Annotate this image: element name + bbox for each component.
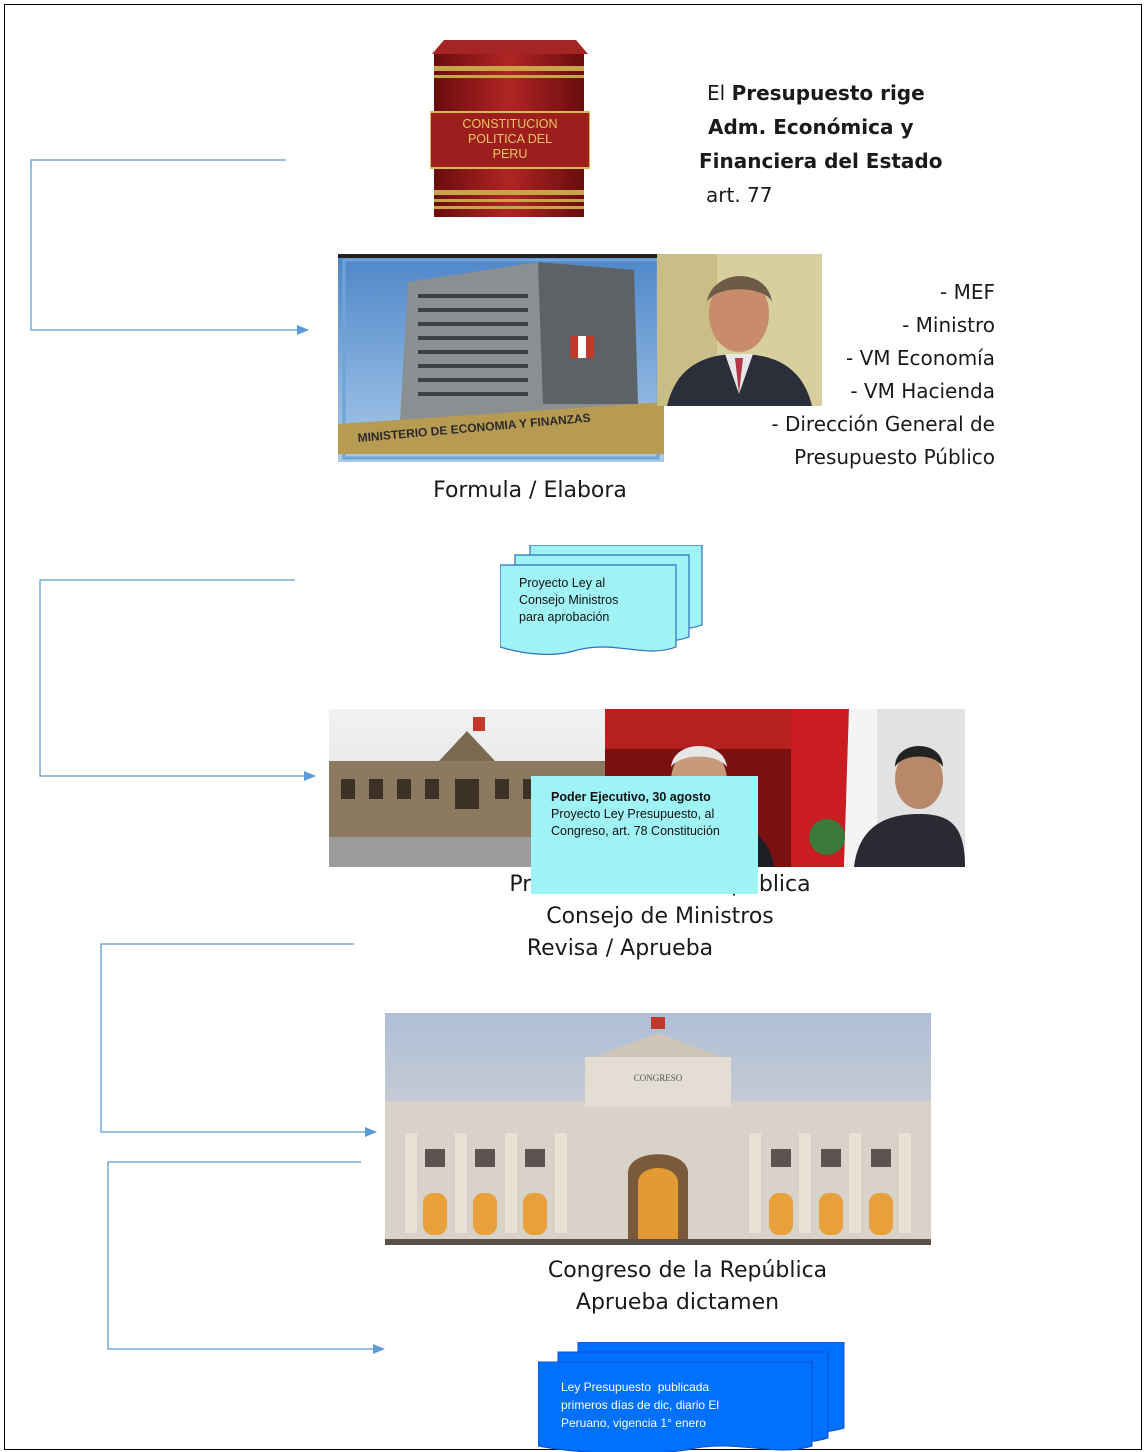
mef-role-item: - Ministro xyxy=(902,313,995,337)
ley-line: Ley Presupuesto publicada xyxy=(561,1380,710,1394)
budget-rule-article: art. 77 xyxy=(706,183,773,207)
mef-role-item: - VM Hacienda xyxy=(850,379,995,403)
mef-caption: Formula / Elabora xyxy=(433,478,627,503)
connector-2 xyxy=(39,579,316,781)
proyecto-ley-document xyxy=(500,545,703,656)
executive-note-text: Proyecto Ley Presupuesto, al Congreso, a… xyxy=(551,807,720,838)
connector-4 xyxy=(107,1161,385,1354)
mef-role-item: - VM Economía xyxy=(846,346,995,370)
ley-line: primeros días de dic, diario El xyxy=(561,1398,720,1412)
ley-publicada-document xyxy=(538,1342,845,1452)
budget-rule-bold-1: Presupuesto rige xyxy=(731,81,925,105)
book-cover-line-2: POLITICA DEL xyxy=(468,132,552,146)
mef-role-item: Presupuesto Público xyxy=(794,445,995,469)
congress-caption-2: Aprueba dictamen xyxy=(575,1290,780,1315)
budget-rule-bold-3: Financiera del Estado xyxy=(699,149,943,173)
mef-role-item: - Dirección General de xyxy=(771,412,995,436)
proyecto-ley-line: Consejo Ministros xyxy=(519,593,619,607)
mef-role-item: - MEF xyxy=(940,280,995,304)
budget-rule-bold-2: Adm. Económica y xyxy=(708,115,914,139)
mef-roles-list: - MEF - Ministro - VM Economía - VM Haci… xyxy=(690,276,995,474)
book-cover-line-1: CONSTITUCION xyxy=(462,117,557,131)
ley-publicada-text: Ley Presupuesto publicada primeros días … xyxy=(561,1378,801,1432)
book-cover-line-3: PERU xyxy=(493,147,528,161)
presidency-caption-2: Consejo de Ministros xyxy=(546,904,774,929)
proyecto-ley-line: Proyecto Ley al xyxy=(519,576,606,590)
connector-3 xyxy=(100,943,377,1137)
budget-rule-text: El Presupuesto rige Adm. Económica y Fin… xyxy=(699,76,997,212)
congress-building-image: CONGRESO xyxy=(385,1013,931,1245)
constitution-book-image: CONSTITUCION POLITICA DEL PERU xyxy=(430,40,590,217)
proyecto-ley-line: para aprobación xyxy=(519,610,610,624)
connector-1 xyxy=(30,159,309,335)
congress-caption-1: Congreso de la República xyxy=(547,1258,828,1283)
mef-building-image: MINISTERIO DE ECONOMIA Y FINANZAS xyxy=(338,254,664,462)
executive-note-box: Poder Ejecutivo, 30 agosto Proyecto Ley … xyxy=(531,776,758,894)
proyecto-ley-text: Proyecto Ley al Consejo Ministros para a… xyxy=(519,575,679,626)
executive-note-bold: Poder Ejecutivo, 30 agosto xyxy=(551,790,711,804)
presidency-caption-3: Revisa / Aprueba xyxy=(526,936,714,961)
budget-rule-prefix: El xyxy=(707,81,732,105)
ley-line: Peruano, vigencia 1° enero xyxy=(561,1416,706,1430)
congress-sign: CONGRESO xyxy=(634,1073,683,1083)
minister-photo xyxy=(657,254,822,406)
